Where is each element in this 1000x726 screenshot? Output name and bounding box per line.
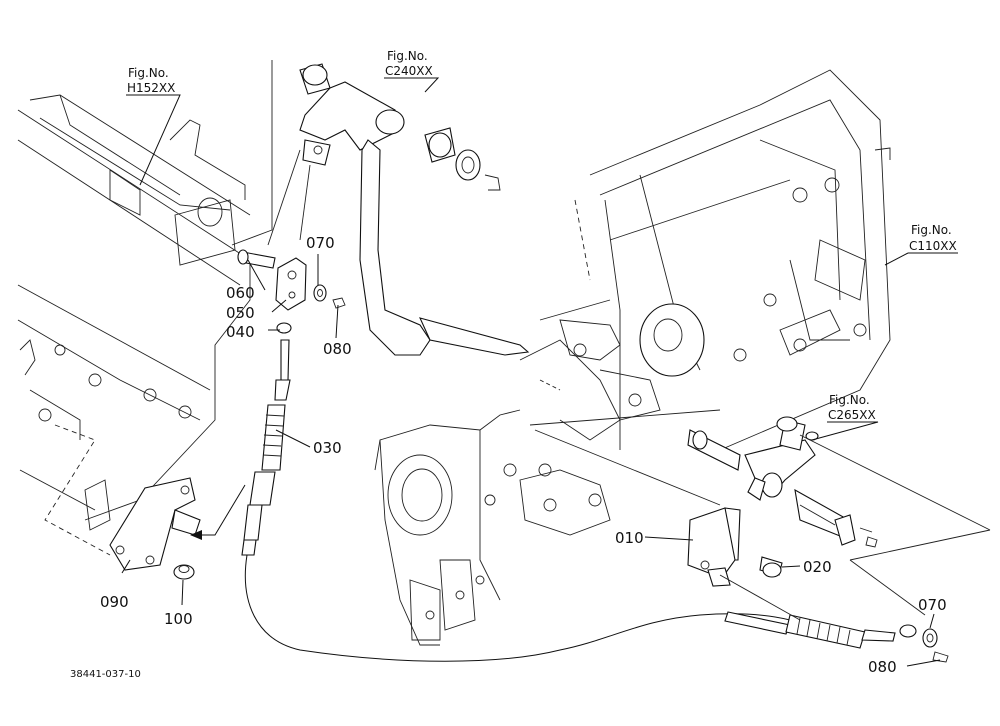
linkage-drawing: [529, 409, 991, 616]
split-pin-080-lower: [932, 651, 949, 663]
part-label-070-lower: 070: [918, 596, 947, 614]
cable-guide-line: [719, 574, 801, 621]
fig-ref-h152-code: H152XX: [127, 81, 175, 95]
washer-070-lower: [922, 628, 938, 648]
pin-060: [237, 249, 276, 269]
fig-ref-c240-label: Fig.No.: [387, 49, 428, 63]
part-label-020: 020: [803, 558, 832, 576]
fig-ref-c240-code: C240XX: [385, 64, 433, 78]
washer-070-upper: [313, 284, 327, 302]
pedal-drawing: [299, 63, 530, 356]
fig-ref-h152: Fig.No. H152XX: [127, 66, 175, 95]
part-label-070-upper: 070: [306, 234, 335, 252]
transmission-case-drawing: [539, 69, 891, 451]
fig-ref-c265-label: Fig.No.: [829, 393, 870, 407]
bracket-090: [109, 477, 201, 571]
part-label-050: 050: [226, 304, 255, 322]
nut-100: [173, 564, 195, 580]
part-label-090: 090: [100, 593, 129, 611]
part-label-080-lower: 080: [868, 658, 897, 676]
part-label-030: 030: [313, 439, 342, 457]
fig-ref-c110: Fig.No. C110XX: [909, 223, 957, 253]
bracket-010: [687, 507, 741, 587]
part-label-060: 060: [226, 284, 255, 302]
cable-030: [241, 339, 917, 662]
fig-ref-c265-code: C265XX: [828, 408, 876, 422]
center-case-drawing: [374, 319, 661, 646]
part-label-100: 100: [164, 610, 193, 628]
fig-ref-c110-label: Fig.No.: [911, 223, 952, 237]
clevis-050: [275, 257, 307, 311]
fig-ref-c265: Fig.No. C265XX: [828, 393, 876, 422]
fig-ref-c240: Fig.No. C240XX: [385, 49, 433, 78]
fig-ref-c110-code: C110XX: [909, 239, 957, 253]
fig-ref-h152-label: Fig.No.: [128, 66, 169, 80]
leader-lines: [121, 77, 958, 667]
cable-routing-arrow: [190, 484, 246, 540]
document-code: 38441-037-10: [70, 669, 141, 680]
part-label-040: 040: [226, 323, 255, 341]
nut-040: [276, 322, 292, 334]
left-frame-drawing: [17, 60, 301, 556]
part-label-080-upper: 080: [323, 340, 352, 358]
bolt-020: [759, 556, 783, 578]
part-label-010: 010: [615, 529, 644, 547]
split-pin-080-upper: [332, 297, 346, 309]
